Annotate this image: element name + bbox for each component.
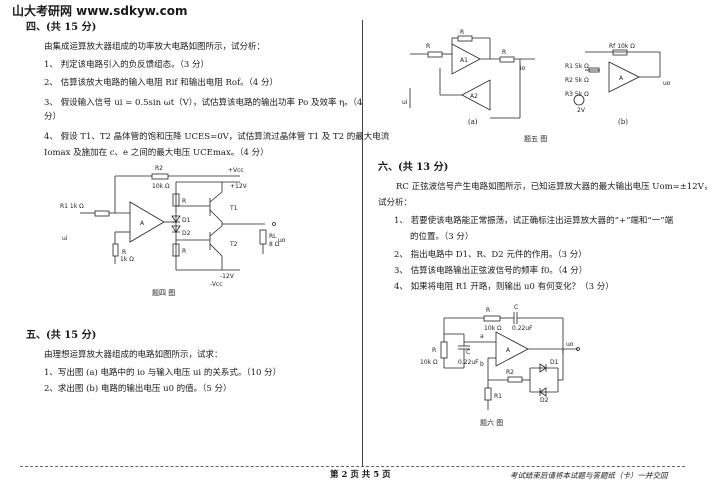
q4-label-r2: R2 <box>155 165 163 172</box>
q5-intro: 由理想运算放大器组成的电路如图所示，试求： <box>44 350 223 360</box>
q6-heading: 六、(共 13 分) <box>378 162 449 173</box>
q4-intro: 由集成运算放大器组成的功率放大电路如图所示，试分析： <box>44 42 266 52</box>
page-number: 第 2 页 共 5 页 <box>330 470 391 480</box>
q5-label-opamp: A <box>619 75 624 82</box>
q5-label-r2: R2 5k Ω <box>565 77 589 84</box>
watermark: 山大考研网 www.sdkyw.com <box>12 4 188 18</box>
q4-label-r-bottom-value: 1k Ω <box>120 256 134 263</box>
q5-label-io: io <box>520 65 526 72</box>
q5-circuit-a: A1 R R R io A2 ui <box>402 29 535 119</box>
q4-label-rl: RL <box>269 233 277 240</box>
q5-label-a1: A1 <box>460 57 468 64</box>
q5-label-rf: Rf 10k Ω <box>609 43 635 50</box>
q6-item-1-cont: 的位置。（3 分） <box>410 232 474 242</box>
q6-label-r-top-value: 10k Ω <box>484 325 502 332</box>
q6-label-c-top-value: 0.22uF <box>512 325 533 332</box>
footer-note: 考试结束后请将本试题与答题纸（卡）一并交回 <box>510 471 668 480</box>
q5-label-r-fb: R <box>460 29 464 36</box>
q6-label-d2: D2 <box>540 397 549 404</box>
q4-label-vcc-neg: -Vcc <box>210 281 223 288</box>
q6-intro-1: RC 正弦波信号产生电路如图所示，已知运算放大器的最大输出电压 Uom=±12V… <box>396 182 712 192</box>
q6-label-node-b: b <box>480 361 484 368</box>
q4-label-neg-12v: -12V <box>220 273 235 280</box>
q5-label-r-in: R <box>426 43 430 50</box>
q6-label-c-top: C <box>514 304 518 311</box>
footer-rule <box>20 466 685 467</box>
q4-circuit-diagram: R2 10k Ω R1 1k Ω ui A R 1k Ω R D1 D2 R T… <box>60 165 286 288</box>
column-divider <box>362 20 363 466</box>
q6-item-2: 2、 指出电路中 D1、R、D2 元件的作用。（3 分） <box>394 250 587 260</box>
q4-item-4: 4、 假设 T1、T2 晶体管的饱和压降 UCES=0V，试估算流过晶体管 T1… <box>44 132 390 142</box>
q4-label-vcc-pos: +Vcc <box>228 167 244 174</box>
q5-label-r-out: R <box>502 49 506 56</box>
q4-item-3: 3、 假设输入信号 ui = 0.5sin ωt（V），试估算该电路的输出功率 … <box>44 98 363 108</box>
q4-figure-caption: 题四 图 <box>152 289 176 297</box>
q6-item-3: 3、 估算该电路输出正弦波信号的频率 f0。（4 分） <box>394 266 588 276</box>
q4-label-r2-value: 10k Ω <box>152 183 170 190</box>
q6-label-r-shunt: 10k Ω <box>420 359 438 366</box>
q4-label-d1: D1 <box>182 217 191 224</box>
q6-label-r1: R1 <box>494 393 502 400</box>
q5-figure-b-label: (b) <box>618 118 628 126</box>
q6-label-uo: uo <box>566 341 574 348</box>
q6-label-c-shunt: C <box>466 349 470 356</box>
q5-figure-caption: 题五 图 <box>524 135 548 143</box>
q4-label-r-lower: R <box>182 248 186 255</box>
q4-label-t1: T1 <box>229 205 238 212</box>
q4-label-r-bottom: R <box>122 249 126 256</box>
q5-label-2v: 2V <box>577 107 586 114</box>
q4-label-uo: uo <box>278 237 286 244</box>
q6-label-node-a: a <box>480 333 484 340</box>
q5-label-uo: uo <box>663 80 671 87</box>
q5-item-1: 1、写出图 (a) 电路中的 io 与输入电压 ui 的关系式。（10 分） <box>44 368 282 378</box>
q4-item-3-cont: 分） <box>44 112 62 122</box>
q4-item-4-cont: Iomax 及施加在 c、e 之间的最大电压 UCEmax。（4 分） <box>44 148 269 158</box>
q4-label-r1: R1 1k Ω <box>60 203 84 210</box>
q6-figure-caption: 题六 图 <box>480 419 504 427</box>
q4-item-1: 1、 判定该电路引入的负反馈组态。（3 分） <box>44 60 209 70</box>
q4-label-t2: T2 <box>229 241 238 248</box>
q4-label-12v: +12V <box>230 183 248 190</box>
q6-intro-2: 试分析： <box>378 198 413 208</box>
q4-label-ui: ui <box>62 235 68 242</box>
q4-item-2: 2、 估算该放大电路的输入电阻 Rif 和输出电阻 Rof。（4 分） <box>44 78 279 88</box>
q4-label-r: R <box>182 198 186 205</box>
q5-label-a2: A2 <box>470 93 478 100</box>
q6-label-d1: D1 <box>550 359 559 366</box>
q6-label-opamp: A <box>506 347 511 354</box>
q6-circuit-diagram: R 10k Ω C 0.22uF 10k Ω R C 0.22uF a A uo… <box>420 304 580 410</box>
q5-figure-a-label: (a) <box>468 118 478 126</box>
q5-label-r3: R3 5k Ω <box>565 91 589 98</box>
q6-label-r-shunt-name: R <box>432 347 436 354</box>
q6-label-r2: R2 <box>506 369 514 376</box>
q6-label-c-shunt-value: 0.22uF <box>458 359 479 366</box>
q5-label-r1: R1 5k Ω <box>565 63 589 70</box>
q6-item-1: 1、 若要使该电路能正常振荡，试正确标注出运算放大器的“+”端和“一”端 <box>394 216 674 226</box>
q6-label-r-top: R <box>486 307 490 314</box>
q4-heading: 四、(共 15 分) <box>26 22 97 33</box>
q5-circuit-b: Rf 10k Ω R1 5k Ω R2 5k Ω R3 5k Ω A 2V uo <box>565 43 671 114</box>
q5-heading: 五、(共 15 分) <box>26 330 97 341</box>
q5-item-2: 2、求出图 (b) 电路的输出电压 u0 的值。（5 分） <box>44 384 232 394</box>
q5-label-ui: ui <box>402 99 408 106</box>
q4-label-d2: D2 <box>182 230 191 237</box>
q4-label-rl-value: 8 Ω <box>269 241 280 248</box>
q4-label-opamp: A <box>140 220 145 227</box>
q6-item-4: 4、 如果将电阻 R1 开路，则输出 u0 有何变化？（3 分） <box>394 282 614 292</box>
